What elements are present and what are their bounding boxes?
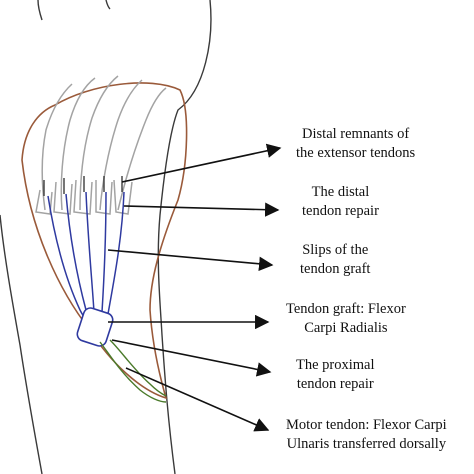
arrow-distal-repair — [123, 202, 280, 217]
stump-3 — [73, 179, 93, 215]
label-graft: Tendon graft: Flexor Carpi Radialis — [286, 300, 406, 338]
label-proximal-repair-line2: tendon repair — [296, 376, 374, 392]
slip-5 — [107, 191, 125, 315]
incision-outline — [21, 82, 188, 400]
top-wrist-crease — [37, 0, 43, 21]
stump-1 — [35, 189, 53, 215]
stump-4 — [95, 180, 113, 215]
remnant-4 — [99, 79, 143, 211]
slip-4 — [101, 191, 107, 313]
label-distal-remnants: Distal remnants of the extensor tendons — [296, 125, 415, 163]
label-slips: Slips of the tendon graft — [300, 241, 370, 279]
label-motor: Motor tendon: Flexor Carpi Ulnaris trans… — [286, 416, 447, 454]
remnant-3 — [79, 75, 119, 211]
label-proximal-repair: The proximal tendon repair — [296, 356, 375, 394]
label-graft-line2: Carpi Radialis — [304, 320, 388, 336]
label-distal-remnants-line2: the extensor tendons — [296, 145, 416, 161]
slip-2 — [65, 193, 87, 311]
remnant-5 — [117, 87, 167, 211]
right-arm-contour — [157, 0, 212, 474]
label-slips-line2: tendon graft — [300, 261, 371, 277]
label-distal-repair-line2: tendon repair — [302, 203, 379, 219]
slip-3 — [85, 191, 95, 313]
label-slips-line1: Slips of the — [302, 242, 369, 258]
distal-repair-marks — [43, 176, 123, 196]
arrow-slips — [107, 249, 274, 271]
left-arm-contour — [0, 214, 43, 474]
distal-extensor-remnants — [35, 75, 167, 215]
arrow-distal-remnants — [121, 143, 282, 183]
label-distal-remnants-line1: Distal remnants of — [302, 126, 410, 142]
remnant-2 — [60, 77, 96, 211]
label-proximal-repair-line1: The proximal — [296, 357, 375, 373]
label-motor-line1: Motor tendon: Flexor Carpi — [286, 417, 447, 433]
tendon-graft-body — [76, 307, 114, 347]
label-distal-repair: The distal tendon repair — [302, 183, 379, 221]
motor-tendon — [99, 339, 167, 403]
arrow-motor — [125, 367, 270, 432]
stump-2 — [53, 181, 73, 215]
remnant-1 — [41, 83, 73, 211]
arm-sketch — [0, 0, 212, 474]
graft-slips — [47, 191, 125, 323]
label-distal-repair-line1: The distal — [311, 184, 370, 200]
leader-arrows — [107, 143, 282, 432]
top-finger-mark — [105, 0, 111, 10]
label-motor-line2: Ulnaris transferred dorsally — [286, 436, 447, 452]
label-graft-line1: Tendon graft: Flexor — [286, 301, 406, 317]
arrow-proximal-repair — [111, 339, 272, 377]
